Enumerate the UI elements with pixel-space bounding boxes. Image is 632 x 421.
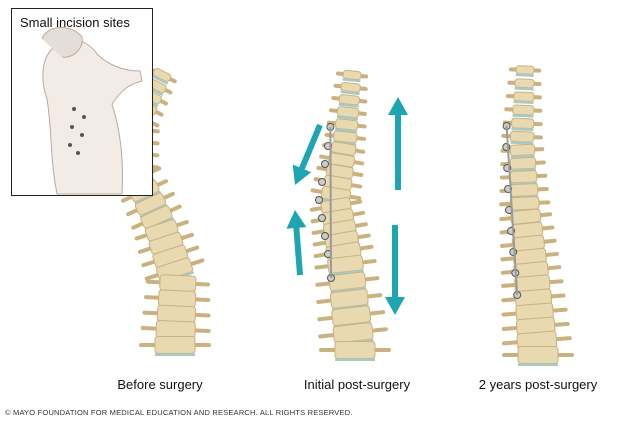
screw	[321, 160, 329, 168]
vertebra	[326, 118, 367, 134]
vertebra	[321, 141, 366, 159]
caption-initial-post-surgery: Initial post-surgery	[303, 377, 411, 392]
vertebra	[504, 104, 543, 118]
copyright-notice: © MAYO FOUNDATION FOR MEDICAL EDUCATION …	[5, 408, 353, 417]
screw	[315, 196, 323, 204]
vertebra	[501, 130, 544, 145]
spine-2-years-post-surgery	[499, 65, 574, 366]
vertebra	[147, 66, 177, 85]
vertebra	[329, 106, 367, 121]
caption-2-years-post-surgery: 2 years post-surgery	[478, 377, 598, 392]
incision-dots	[68, 107, 86, 155]
arrow-icon	[388, 97, 408, 190]
inset-title: Small incision sites	[20, 15, 130, 30]
screw	[321, 232, 329, 240]
vertebra	[508, 65, 542, 77]
rod	[505, 125, 519, 296]
vertebra	[139, 336, 211, 356]
arrow-icon	[292, 123, 323, 185]
vertebra	[502, 346, 574, 366]
correction-arrows	[286, 97, 408, 315]
arrow-icon	[385, 225, 405, 315]
rod	[329, 126, 332, 279]
vertebra	[500, 143, 545, 159]
vertebra	[507, 78, 542, 91]
vertebra	[502, 117, 543, 132]
vertebra	[501, 302, 568, 324]
torso-figure	[41, 27, 143, 195]
arrow-icon	[286, 210, 307, 276]
vertebra	[331, 94, 368, 108]
spine-initial-post-surgery	[309, 69, 391, 361]
screw	[318, 214, 326, 222]
vertebra	[335, 69, 369, 83]
vertebra	[144, 289, 211, 310]
vertebra	[499, 170, 548, 186]
vertebra	[319, 341, 391, 361]
screw	[318, 178, 326, 186]
vertebra	[505, 91, 542, 105]
vertebra	[333, 81, 368, 96]
caption-before-surgery: Before surgery	[117, 377, 203, 392]
vertebra	[317, 305, 386, 329]
